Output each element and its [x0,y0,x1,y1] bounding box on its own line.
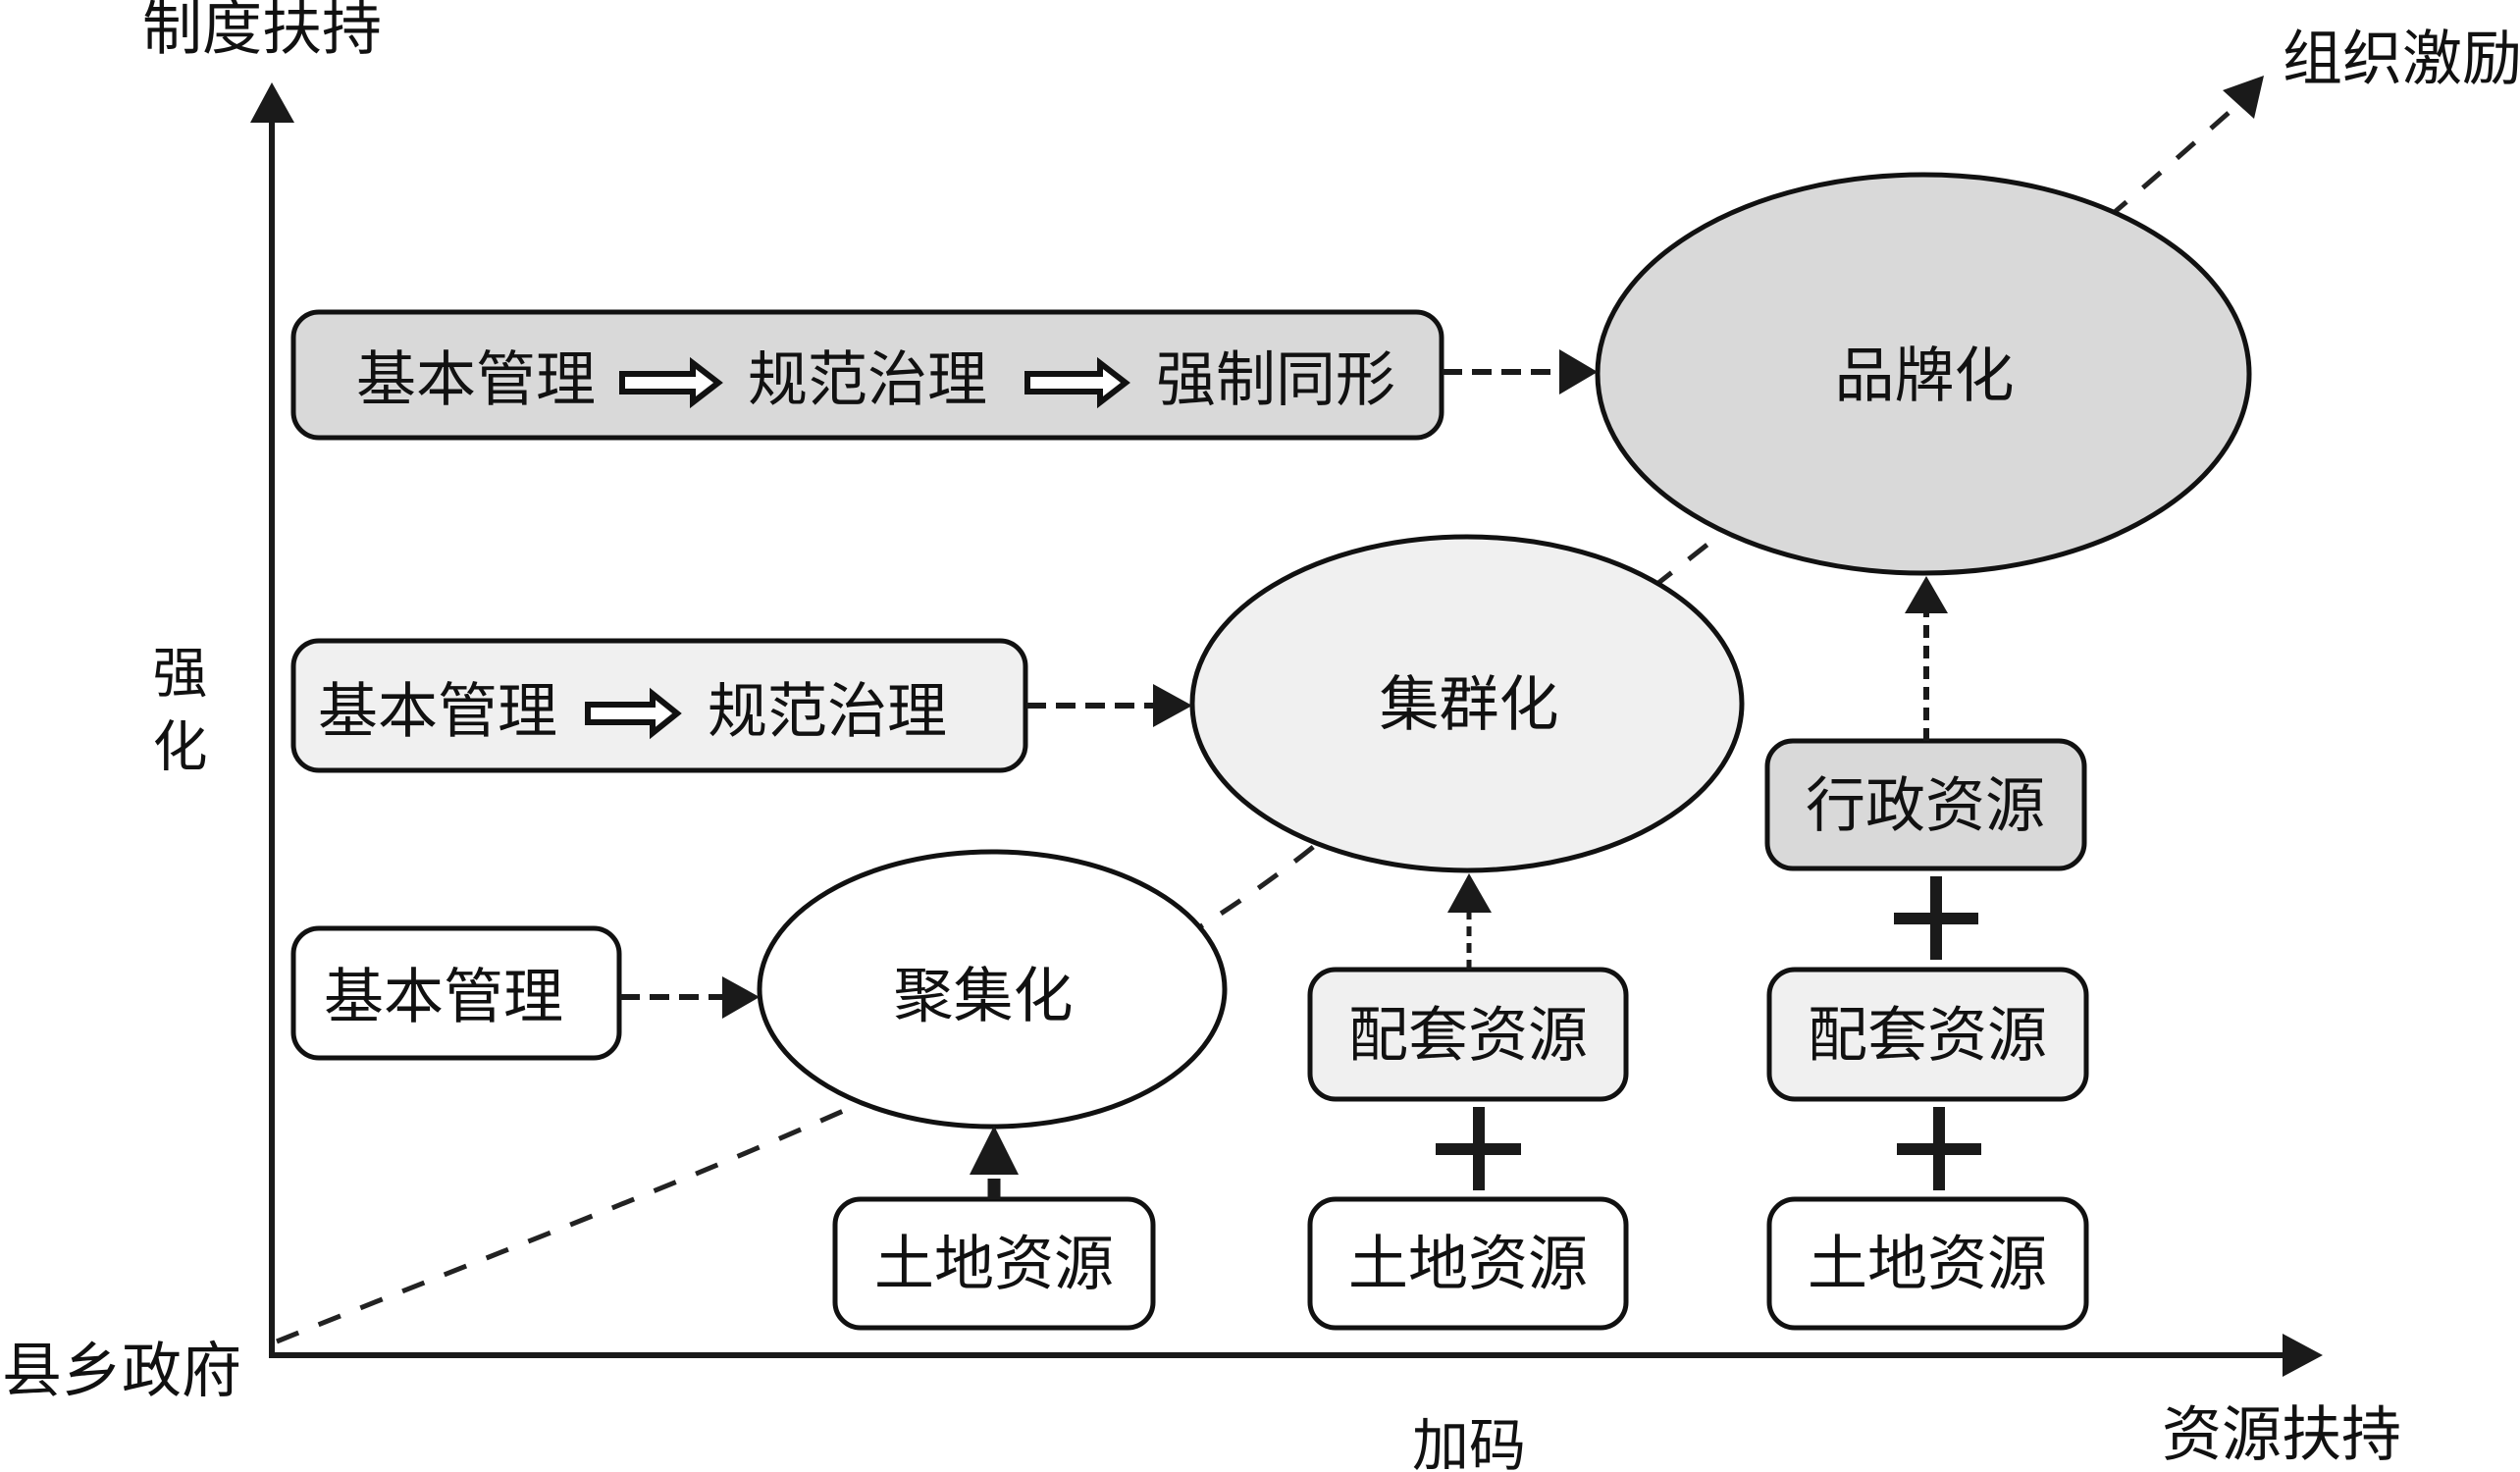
step-label: 基本管理 [318,677,557,747]
hollow-right-arrow-icon [619,356,723,409]
trajectory-arrowhead-icon [2223,76,2264,119]
stage-ellipse [1595,172,2252,576]
resource-label: 土地资源 [1808,1230,2047,1299]
resource-box [1766,1196,2089,1331]
resource-column-clustering: 配套资源 土地资源 [1307,873,1629,1331]
arrowhead-icon [1559,349,1598,394]
y-axis-arrowhead-icon [250,82,294,123]
x-axis-modifier-label: 加码 [1412,1412,1526,1472]
hollow-right-arrow-icon [1024,356,1130,409]
stage-node-branding: 品牌化 [1595,172,2252,576]
stage-label: 集群化 [1379,670,1558,740]
resource-column-branding: 行政资源 配套资源 土地资源 [1764,576,2089,1331]
stage-node-clustering: 集群化 [1189,534,1745,873]
resource-column-agglomeration: 土地资源 [832,1126,1156,1331]
institution-box-standardized: 基本管理 规范治理 [290,638,1028,773]
origin-label: 县乡政府 [2,1337,241,1406]
resource-label: 配套资源 [1808,1001,2047,1071]
arrow-institution-to-branding [1443,349,1598,394]
y-axis-modifier-label: 强化 [143,644,207,791]
resource-label: 行政资源 [1806,771,2045,841]
x-axis-label: 资源扶持 [2162,1400,2401,1470]
arrowhead-icon [970,1126,1019,1175]
resource-label: 配套资源 [1348,1001,1588,1071]
arrowhead-icon [722,976,760,1019]
plus-horizontal-bar [1897,1143,1981,1155]
arrow-institution-to-agglomeration [620,976,760,1019]
plus-icon [1894,876,1978,960]
trajectory-label: 组织激励 [2283,25,2520,94]
hollow-right-arrow-icon [585,687,682,740]
step-label: 规范治理 [708,677,947,747]
resource-box [1307,1196,1629,1331]
step-label: 基本管理 [324,963,563,1032]
institution-box-isomorphic: 基本管理 规范治理 强制同形 [290,309,1444,441]
plus-icon [1897,1107,1981,1190]
stage-node-agglomeration: 聚集化 [757,849,1228,1130]
resource-label: 土地资源 [874,1230,1114,1299]
arrowhead-icon [1153,684,1192,727]
arrowhead-icon [1447,873,1492,913]
resource-label: 土地资源 [1348,1230,1588,1299]
axes-lines [269,120,2284,1358]
y-axis-label: 制度扶持 [142,0,382,64]
arrowhead-icon [1905,576,1948,613]
plus-icon [1436,1107,1521,1190]
resource-box [1766,967,2089,1102]
stage-ellipse [757,849,1228,1130]
x-axis-arrowhead-icon [2283,1334,2323,1377]
step-label: 基本管理 [356,345,596,415]
stage-label: 品牌化 [1834,342,2014,411]
stage-ellipse [1189,534,1745,873]
step-label: 规范治理 [748,345,987,415]
box-frame [290,309,1444,441]
plus-horizontal-bar [1436,1143,1521,1155]
box-frame [290,925,622,1061]
step-label: 强制同形 [1156,345,1395,415]
institution-box-basic: 基本管理 [290,925,622,1061]
stage-label: 聚集化 [893,962,1073,1031]
plus-horizontal-bar [1894,913,1978,924]
arrow-institution-to-clustering [1026,684,1192,727]
